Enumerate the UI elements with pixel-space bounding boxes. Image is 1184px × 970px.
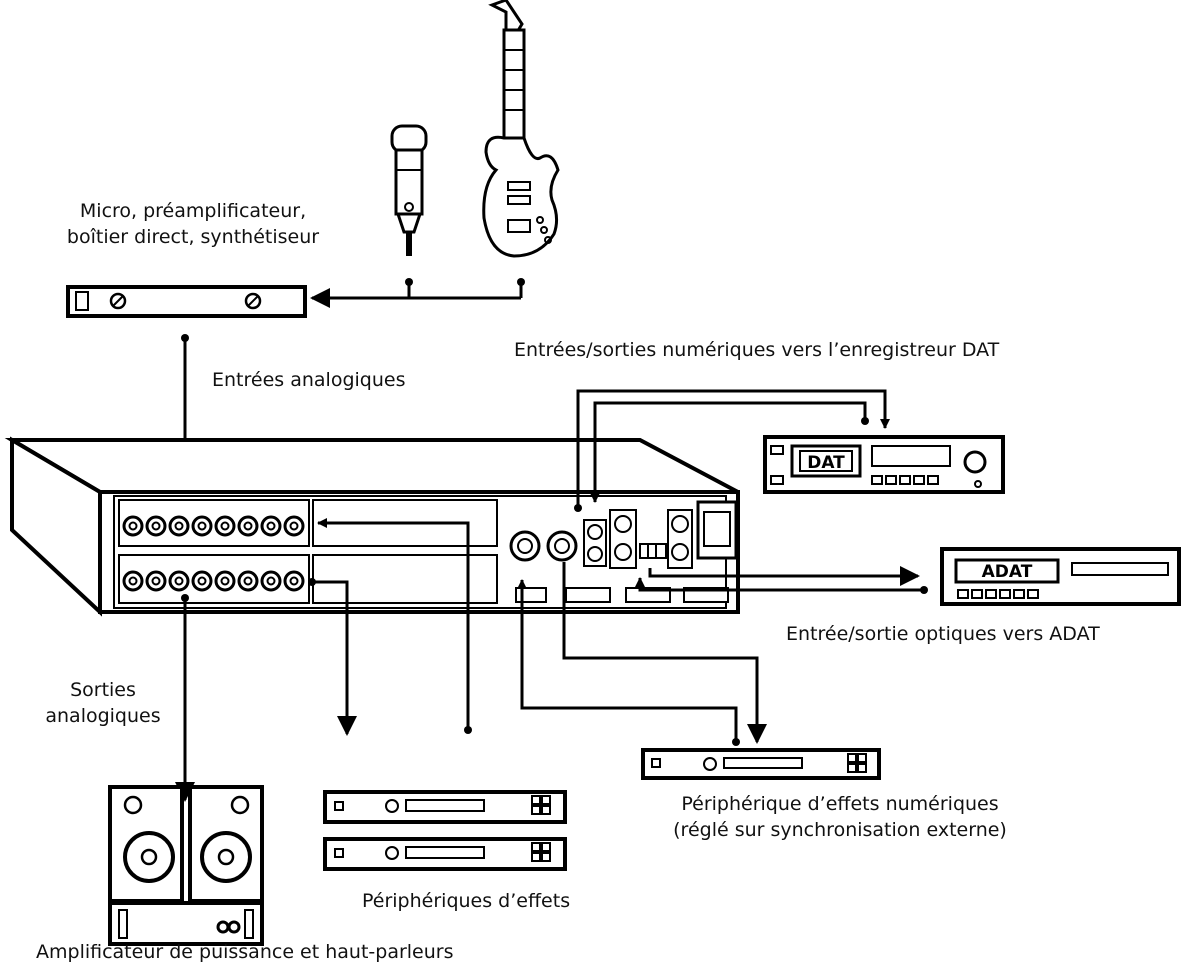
analog-input-jacks: [122, 515, 305, 537]
mic-preamp-label: Micro, préamplificateur, boîtier direct,…: [58, 199, 328, 250]
power-amplifier: [108, 901, 264, 946]
input-jack-2-center: [151, 521, 161, 531]
digital-fx-device: [641, 748, 881, 780]
adat-recorder: [940, 547, 1181, 606]
dat-recorder: [763, 435, 1005, 494]
analog-outputs-label-line1: Sorties: [70, 679, 136, 701]
output-jack-2-center: [151, 576, 161, 586]
output-jack-5-center: [220, 576, 230, 586]
input-jack-5-center: [220, 521, 230, 531]
digital-fx-label-line2: (réglé sur synchronisation externe): [673, 818, 1007, 841]
output-jack-8-center: [289, 576, 299, 586]
digital-connectors: [509, 500, 738, 603]
input-jack-6-center: [243, 521, 253, 531]
input-jack-7-center: [266, 521, 276, 531]
input-jack-8-center: [289, 521, 299, 531]
digital-fx-label-line1: Périphérique d’effets numériques: [681, 793, 999, 815]
analog-inputs-label: Entrées analogiques: [212, 369, 406, 391]
speaker-left-icon: [108, 785, 184, 903]
optical-io-adat-label: Entrée/sortie optiques vers ADAT: [786, 623, 1100, 645]
fx-cables: [312, 518, 470, 736]
amp-speakers-label: Amplificateur de puissance et haut-parle…: [36, 941, 454, 963]
input-jack-1-center: [128, 521, 138, 531]
output-jack-3-center: [174, 576, 184, 586]
input-jack-4-center: [197, 521, 207, 531]
digital-io-dat-label: Entrées/sorties numériques vers l’enregi…: [514, 339, 1000, 361]
source-cables: [310, 282, 523, 308]
fx-devices-label: Périphériques d’effets: [362, 890, 571, 912]
digital-fx-cables: [517, 562, 767, 744]
analog-output-jacks: [122, 570, 305, 592]
output-jack-6-center: [243, 576, 253, 586]
analog-outputs-label: Sorties analogiques: [38, 678, 168, 729]
fx-device-2: [323, 837, 567, 871]
output-jack-4-center: [197, 576, 207, 586]
speaker-right-icon: [188, 785, 264, 903]
output-jack-7-center: [266, 576, 276, 586]
analog-outputs-label-line2: analogiques: [45, 704, 161, 727]
digital-fx-label: Périphérique d’effets numériques (réglé …: [630, 792, 1050, 843]
preamp-unit: [66, 285, 307, 318]
dat-cables: [576, 389, 890, 508]
input-jack-3-center: [174, 521, 184, 531]
output-jack-1-center: [128, 576, 138, 586]
dat-device-label: DAT: [807, 453, 845, 473]
mic-preamp-label-line2: boîtier direct, synthétiseur: [66, 225, 320, 248]
guitar-icon: [482, 0, 560, 258]
fx-device-1: [323, 790, 567, 824]
microphone-icon: [390, 124, 428, 256]
adat-cables: [635, 566, 924, 592]
adat-device-label: ADAT: [982, 562, 1033, 582]
mic-preamp-label-line1: Micro, préamplificateur,: [79, 200, 307, 222]
